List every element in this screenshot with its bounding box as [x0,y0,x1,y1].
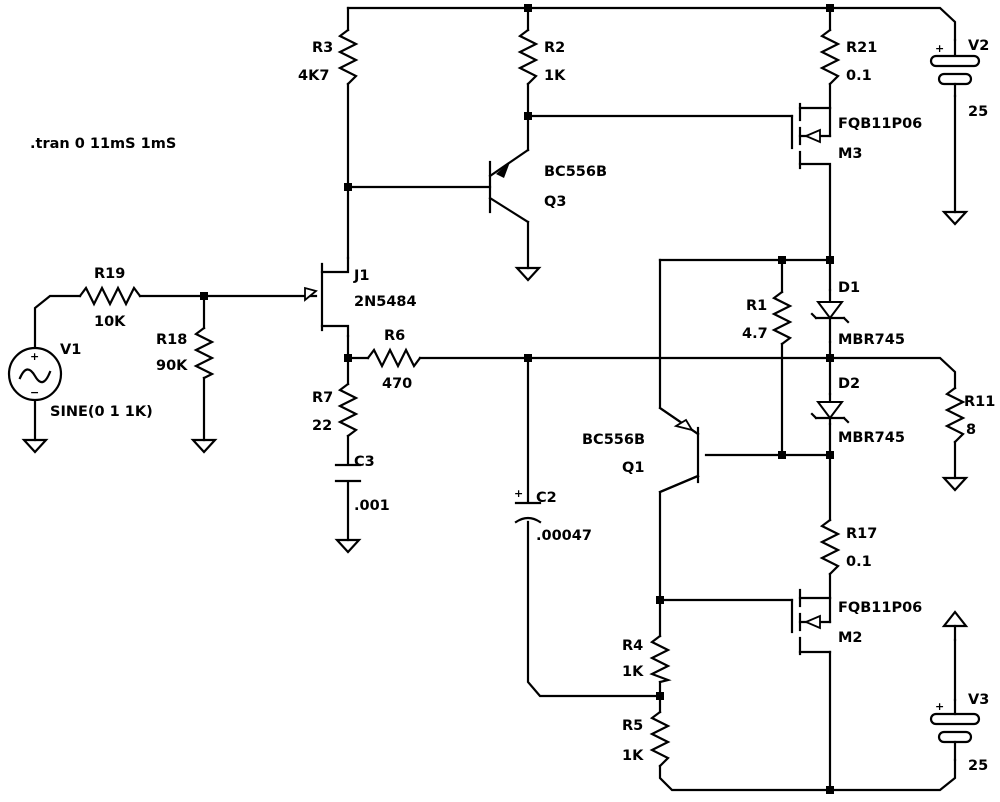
r18-value: 90K [156,358,188,374]
r5-name: R5 [622,718,643,734]
c2-name: C2 [536,490,557,506]
m3-type: FQB11P06 [838,116,922,132]
capacitor-c3 [334,463,362,483]
r6-name: R6 [384,328,405,344]
r11-name: R11 [964,394,995,410]
j1-name: J1 [353,268,369,284]
sim-directive: .tran 0 11mS 1mS [30,136,176,152]
r4-value: 1K [622,664,644,680]
r11-value: 8 [966,422,976,438]
resistor-r18 [193,326,215,380]
v2-plus-mark: + [935,42,944,55]
jfet-j1 [304,256,350,338]
resistor-r19 [78,285,142,307]
resistor-r1 [771,290,793,346]
v3-name: V3 [968,692,989,708]
battery-v3: + [929,698,981,762]
supply-arrow-up [941,610,969,642]
r4-name: R4 [622,638,643,654]
sine-source-v1: + − [7,346,63,402]
r5-value: 1K [622,748,644,764]
ground-symbols [21,210,969,554]
mosfet-m3 [790,102,832,170]
r2-value: 1K [544,68,566,84]
r7-value: 22 [312,418,332,434]
r7-name: R7 [312,390,333,406]
c2-value: .00047 [536,528,592,544]
q1-name: Q1 [622,460,644,476]
v3-value: 25 [968,758,988,774]
r6-value: 470 [382,376,412,392]
resistor-r17 [819,518,841,576]
mosfet-m2 [790,588,832,656]
q1-type: BC556B [582,432,645,448]
resistor-r6 [366,347,422,369]
wires [33,6,957,792]
m2-type: FQB11P06 [838,600,922,616]
transistor-q3 [488,148,530,224]
r21-value: 0.1 [846,68,872,84]
v1-minus-mark: − [30,386,39,399]
labels: .tran 0 11mS 1mS R3 4K7 R2 1K R21 0.1 V2… [30,38,995,774]
v3-plus-mark: + [935,700,944,713]
d2-name: D2 [838,376,860,392]
r17-name: R17 [846,526,877,542]
v1-value: SINE(0 1 1K) [50,404,153,420]
resistor-r7 [337,382,359,438]
c3-value: .001 [354,498,390,514]
c2-plus-mark: + [514,487,523,500]
resistor-r2 [517,28,539,86]
m2-name: M2 [838,630,863,646]
r19-name: R19 [94,266,125,282]
resistor-r4 [649,634,672,684]
j1-type: 2N5484 [354,294,417,310]
diode-d1 [810,288,850,344]
diode-d2 [810,392,850,426]
transistor-q1 [658,406,700,494]
v2-value: 25 [968,104,988,120]
d1-type: MBR745 [838,332,905,348]
r1-value: 4.7 [742,326,768,342]
v2-name: V2 [968,38,989,54]
resistor-r5 [649,710,671,768]
r18-name: R18 [156,332,187,348]
resistor-r3 [337,28,359,86]
c3-name: C3 [354,454,375,470]
r3-name: R3 [312,40,333,56]
resistor-r11 [944,386,966,444]
m3-name: M3 [838,146,863,162]
r2-name: R2 [544,40,565,56]
r17-value: 0.1 [846,554,872,570]
d1-name: D1 [838,280,860,296]
d2-type: MBR745 [838,430,905,446]
capacitor-c2: + [514,487,542,524]
v1-plus-mark: + [30,350,39,363]
r19-value: 10K [94,314,126,330]
q3-type: BC556B [544,164,607,180]
resistor-r21 [819,28,841,86]
battery-v2: + [929,38,981,98]
r3-value: 4K7 [298,68,329,84]
v1-name: V1 [60,342,81,358]
q3-name: Q3 [544,194,566,210]
r1-name: R1 [746,298,767,314]
r21-name: R21 [846,40,877,56]
junction-dots [200,4,834,794]
